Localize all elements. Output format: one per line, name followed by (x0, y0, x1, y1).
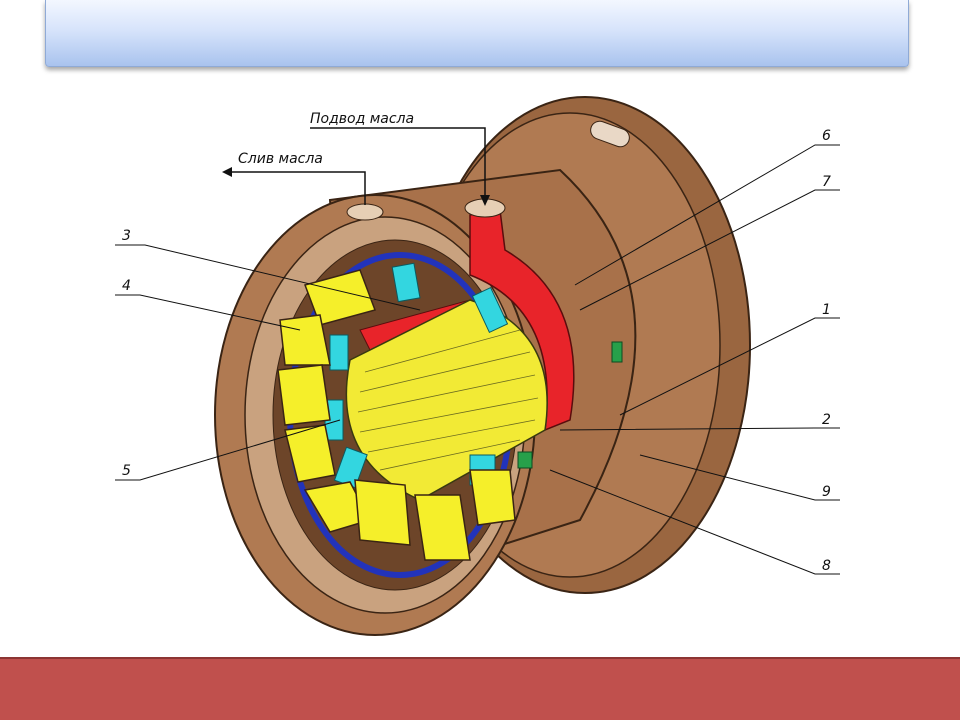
leader-7 (579, 189, 840, 311)
shaft (345, 299, 548, 501)
bearing-pad (304, 269, 376, 326)
oil-drain-label: Слив масла (238, 151, 323, 167)
callout-6: 6 (822, 128, 831, 144)
green-clip (517, 451, 533, 469)
bearing-pad (284, 424, 336, 483)
leader-4 (115, 294, 301, 331)
cyan-insert (329, 334, 349, 371)
bearing-pad (277, 364, 331, 426)
leader-3 (115, 244, 421, 311)
bearing-pad (414, 494, 471, 561)
arrow-head (480, 195, 490, 206)
callout-2: 2 (822, 412, 831, 428)
cyan-insert (471, 286, 509, 334)
callout-7: 7 (822, 174, 831, 190)
leader-9 (639, 454, 840, 501)
green-clip (611, 341, 623, 363)
callout-5: 5 (122, 463, 131, 479)
cyan-insert (391, 262, 421, 303)
callout-9: 9 (822, 484, 831, 500)
bearing-pad (279, 314, 331, 366)
title-bar (45, 0, 909, 67)
leader-6 (574, 144, 840, 286)
leader-8 (549, 469, 840, 575)
bearing-pad (354, 479, 411, 546)
flange-slot (590, 120, 630, 148)
oil-channel (469, 209, 575, 432)
bearing-diagram: Подвод масла Слив масла 6 7 3 4 1 2 5 9 … (115, 96, 840, 636)
leader-5 (115, 419, 341, 481)
callout-4: 4 (122, 278, 131, 294)
drain-port (346, 203, 384, 221)
footer-bar (0, 657, 960, 720)
arrow-head (222, 167, 232, 177)
callout-8: 8 (822, 558, 831, 574)
oil-drain-arrow (232, 171, 366, 205)
oil-supply-arrow (310, 127, 486, 200)
leader-2 (559, 427, 840, 431)
bearing-pad (469, 469, 516, 526)
callout-1: 1 (822, 302, 831, 318)
oil-supply-label: Подвод масла (310, 111, 414, 127)
leader-1 (619, 317, 840, 416)
callout-3: 3 (122, 228, 131, 244)
